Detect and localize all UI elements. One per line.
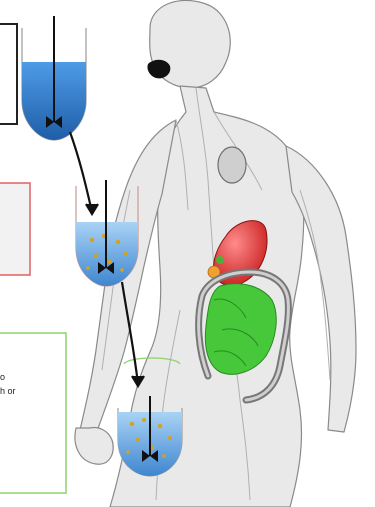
beaker-stomach: [22, 16, 86, 140]
mouth-shadow: [147, 60, 170, 79]
hand: [75, 428, 113, 465]
colon-panel-text-line2: h or: [0, 386, 16, 397]
stomach-panel: [0, 24, 17, 124]
heart: [218, 147, 246, 183]
down-arrow-icon: [70, 132, 98, 214]
duodenum-panel: [0, 183, 30, 275]
colon-panel: [0, 333, 66, 493]
colon-panel-text-line1: o: [0, 372, 5, 383]
